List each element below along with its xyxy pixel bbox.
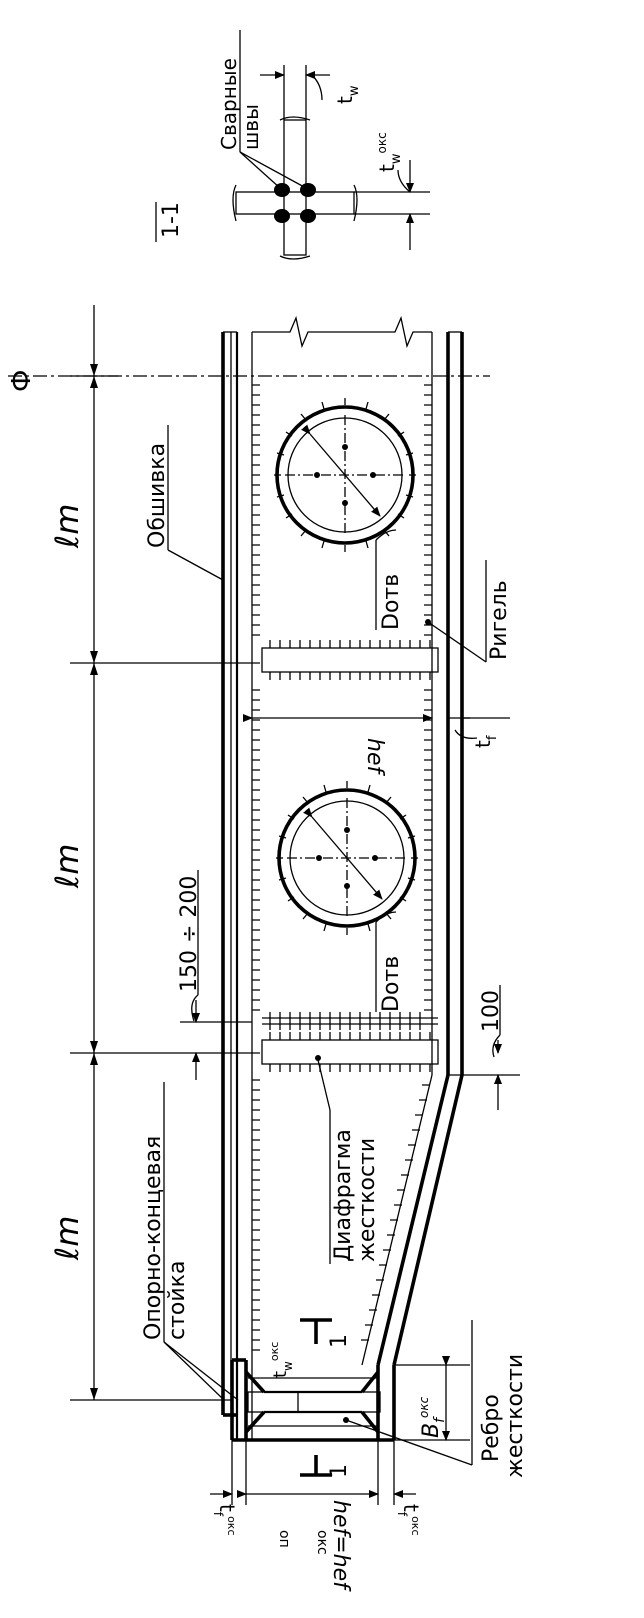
section-mark-text-top: 1 — [327, 1334, 352, 1348]
hef-bottom-sub2: окс — [314, 1530, 330, 1555]
end-rib — [247, 1391, 381, 1413]
section-mark-text-bottom: 1 — [327, 1464, 352, 1478]
diaphragm-label-2: жесткости — [355, 1138, 380, 1262]
sheathing-label: Обшивка — [145, 443, 170, 548]
tf-okc-left-label: tfокс — [211, 1504, 239, 1536]
tw-label: tw — [333, 85, 362, 104]
diaphragm-strip — [261, 1039, 439, 1065]
weld-3 — [274, 209, 290, 223]
hole-diameter-label-2: Dотв — [379, 956, 404, 1012]
end-post-label-2: стойка — [165, 1261, 190, 1340]
bf-label: Bfокс — [417, 1396, 448, 1438]
tf-label: tf — [471, 735, 500, 748]
web-hole-1 — [274, 398, 416, 552]
end-post-label-1: Опорно-концевая — [141, 1136, 166, 1340]
rib-label-2: жесткости — [503, 1354, 528, 1478]
tw-okc-end-label: twокс — [268, 1342, 295, 1378]
axis-symbol: Ф — [7, 370, 37, 392]
tf-okc-right-label: tfокс — [395, 1504, 423, 1536]
section-mark-top: 1 — [300, 1318, 352, 1348]
crossbar-label: Ригель — [487, 580, 512, 660]
web-ticks-right — [361, 384, 432, 1341]
weld-2 — [300, 183, 316, 197]
lm-label-1: ℓm — [48, 504, 86, 549]
rib-label-1: Ребро — [479, 1394, 504, 1462]
web-ticks-left — [252, 384, 260, 1351]
tw-okc-label: twокс — [375, 132, 404, 172]
section-label: 1-1 — [159, 202, 184, 238]
hef-bottom-sub1: оп — [276, 1530, 292, 1548]
flange-plate — [235, 191, 355, 215]
hef-bottom-label: hef=hef — [328, 1500, 353, 1592]
section-mark-bottom: 1 — [300, 1455, 352, 1478]
lm-label-3: ℓm — [48, 1216, 86, 1261]
hef-label: hef — [362, 738, 387, 776]
hole-diameter-label-1: Dотв — [379, 574, 404, 630]
section-1-1-detail: 1-1 Сварные швы tw twокс — [155, 30, 430, 260]
main-elevation: Ф — [7, 305, 528, 1592]
web-hole-2 — [276, 781, 418, 935]
welds-label-1: Сварные — [217, 58, 241, 150]
diaphragm-label-1: Диафрагма — [331, 1129, 356, 1262]
weld-4 — [300, 209, 316, 223]
lm-label-2: ℓm — [48, 844, 86, 889]
stiffener-1 — [261, 647, 439, 673]
welds-label-2: швы — [239, 104, 263, 150]
